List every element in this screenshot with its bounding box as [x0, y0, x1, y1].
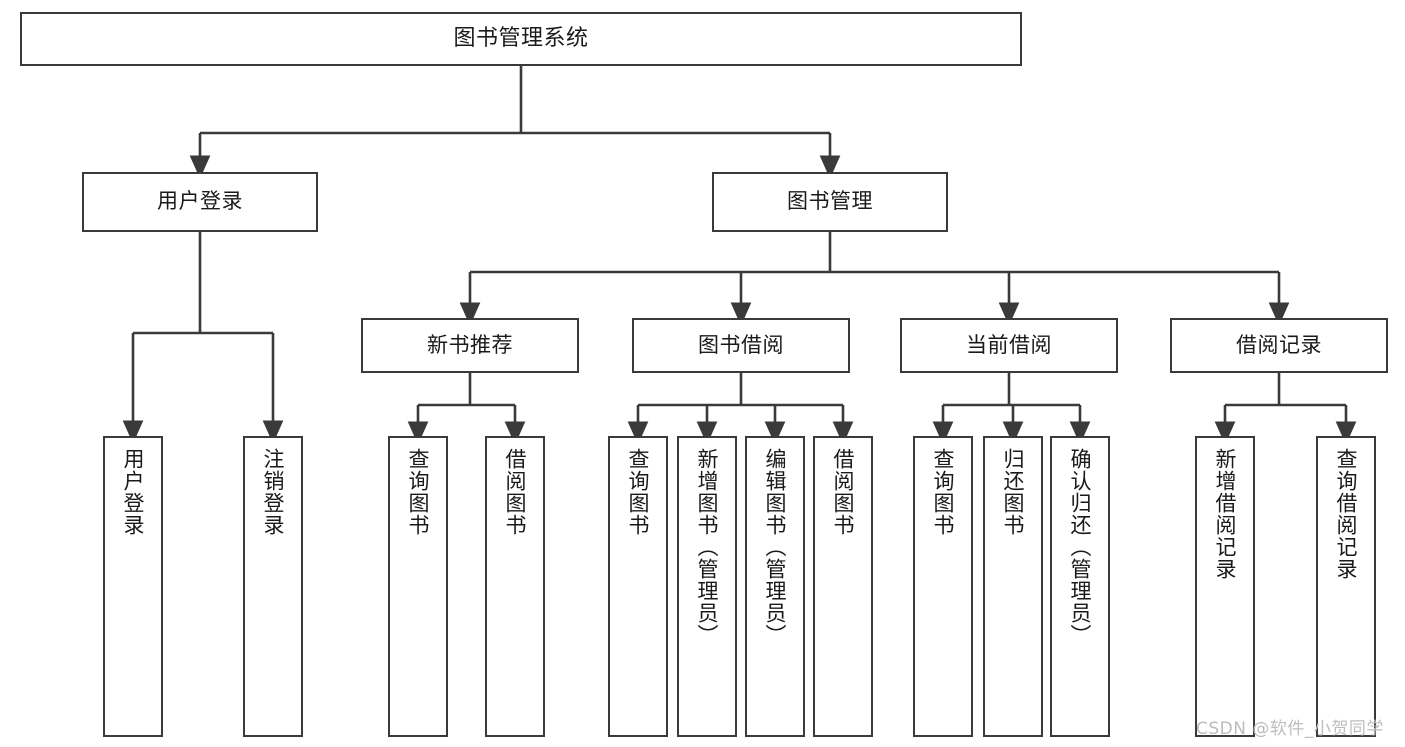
node-book-management[interactable]: 图书管理	[712, 172, 948, 232]
node-book-borrow[interactable]: 图书借阅	[632, 318, 850, 373]
node-root-system[interactable]: 图书管理系统	[20, 12, 1022, 66]
node-current-borrow[interactable]: 当前借阅	[900, 318, 1118, 373]
leaf-confirm-return-admin[interactable]: 确认归还（管理员）	[1050, 436, 1110, 737]
node-label: 借阅图书	[831, 448, 856, 536]
node-label: 图书借阅	[698, 332, 784, 357]
leaf-query-book-current[interactable]: 查询图书	[913, 436, 973, 737]
leaf-query-borrow-record[interactable]: 查询借阅记录	[1316, 436, 1376, 737]
node-label: 用户登录	[121, 448, 146, 536]
leaf-add-book-admin[interactable]: 新增图书（管理员）	[677, 436, 737, 737]
node-label: 新增图书（管理员）	[695, 448, 720, 646]
node-label: 新增借阅记录	[1213, 448, 1238, 580]
node-label: 图书管理	[787, 189, 873, 214]
leaf-query-book-recommend[interactable]: 查询图书	[388, 436, 448, 737]
node-label: 确认归还（管理员）	[1068, 448, 1093, 646]
leaf-return-book[interactable]: 归还图书	[983, 436, 1043, 737]
node-label: 查询借阅记录	[1334, 448, 1359, 580]
leaf-query-book-borrow[interactable]: 查询图书	[608, 436, 668, 737]
node-label: 借阅记录	[1236, 332, 1322, 357]
leaf-add-borrow-record[interactable]: 新增借阅记录	[1195, 436, 1255, 737]
node-label: 编辑图书（管理员）	[763, 448, 788, 646]
csdn-watermark: CSDN @软件_小贺同学	[1196, 719, 1384, 739]
leaf-logout-login[interactable]: 注销登录	[243, 436, 303, 737]
node-label: 注销登录	[261, 448, 286, 536]
node-label: 归还图书	[1001, 448, 1026, 536]
node-new-book-recommend[interactable]: 新书推荐	[361, 318, 579, 373]
node-label: 查询图书	[626, 448, 651, 536]
node-user-login[interactable]: 用户登录	[82, 172, 318, 232]
leaf-edit-book-admin[interactable]: 编辑图书（管理员）	[745, 436, 805, 737]
node-label: 图书管理系统	[453, 25, 589, 51]
leaf-borrow-book-borrow[interactable]: 借阅图书	[813, 436, 873, 737]
node-label: 查询图书	[931, 448, 956, 536]
node-label: 用户登录	[157, 189, 243, 214]
node-borrow-record[interactable]: 借阅记录	[1170, 318, 1388, 373]
node-label: 借阅图书	[503, 448, 528, 536]
leaf-borrow-book-recommend[interactable]: 借阅图书	[485, 436, 545, 737]
node-label: 当前借阅	[966, 332, 1052, 357]
node-label: 新书推荐	[427, 332, 513, 357]
leaf-user-login[interactable]: 用户登录	[103, 436, 163, 737]
node-label: 查询图书	[406, 448, 431, 536]
